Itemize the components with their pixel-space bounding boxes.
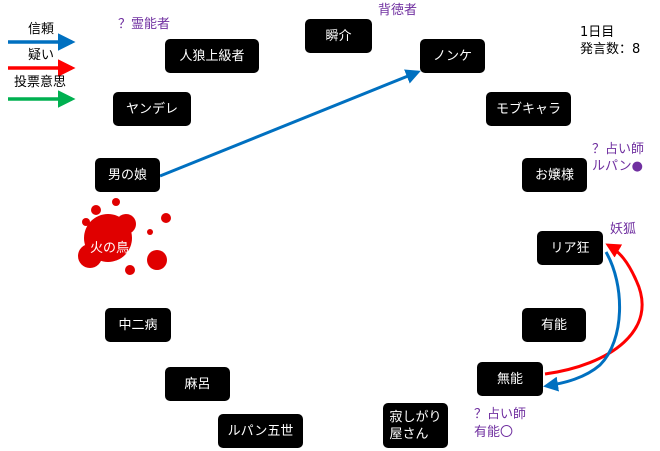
player-riakyou[interactable]: リア狂 xyxy=(537,231,603,265)
seer-claim-1-line2: ルパン● xyxy=(592,159,643,174)
player-yuunou[interactable]: 有能 xyxy=(522,308,586,342)
player-chuunibyou[interactable]: 中二病 xyxy=(105,308,171,342)
trust-arrow-otokonoko-to-nonke xyxy=(159,69,421,178)
player-shunsuke[interactable]: 瞬介 xyxy=(305,19,372,53)
player-mobukyara[interactable]: モブキャラ xyxy=(486,92,571,126)
seer-claim-1-line1: ？占い師 xyxy=(592,142,645,157)
youko-label: 妖狐 xyxy=(610,222,637,237)
trust-arrow-riakyou-to-munou xyxy=(543,251,621,392)
player-jinro-joukyuusha[interactable]: 人狼上級者 xyxy=(165,39,259,73)
player-otokonoko[interactable]: 男の娘 xyxy=(95,158,160,192)
player-sabishigariya[interactable]: 寂しがり 屋さん xyxy=(383,403,448,448)
player-yandere[interactable]: ヤンデレ xyxy=(113,92,191,126)
player-hinotori-dead[interactable]: 火の鳥 xyxy=(89,240,129,256)
medium-claim-label: ？霊能者 xyxy=(118,17,171,32)
player-munou[interactable]: 無能 xyxy=(477,362,543,396)
player-ojousama[interactable]: お嬢様 xyxy=(522,158,587,192)
seer-claim-2-line1: ？占い師 xyxy=(474,407,527,422)
statement-count: 発言数：8 xyxy=(580,42,641,57)
player-lupin5[interactable]: ルパン五世 xyxy=(218,414,303,448)
day-counter: 1日目 xyxy=(580,25,615,40)
seer-claim-2-line2: 有能〇 xyxy=(474,425,514,440)
blood-splatter xyxy=(78,198,171,275)
legend-vote-label: 投票意思 xyxy=(14,75,67,90)
doubt-arrow-munou-to-riakyou xyxy=(544,243,644,376)
legend-doubt-label: 疑い xyxy=(28,48,55,63)
haitokusha-label: 背徳者 xyxy=(378,3,418,18)
player-nonke[interactable]: ノンケ xyxy=(420,39,485,73)
legend-trust-label: 信頼 xyxy=(28,22,55,37)
player-maro[interactable]: 麻呂 xyxy=(165,367,230,401)
